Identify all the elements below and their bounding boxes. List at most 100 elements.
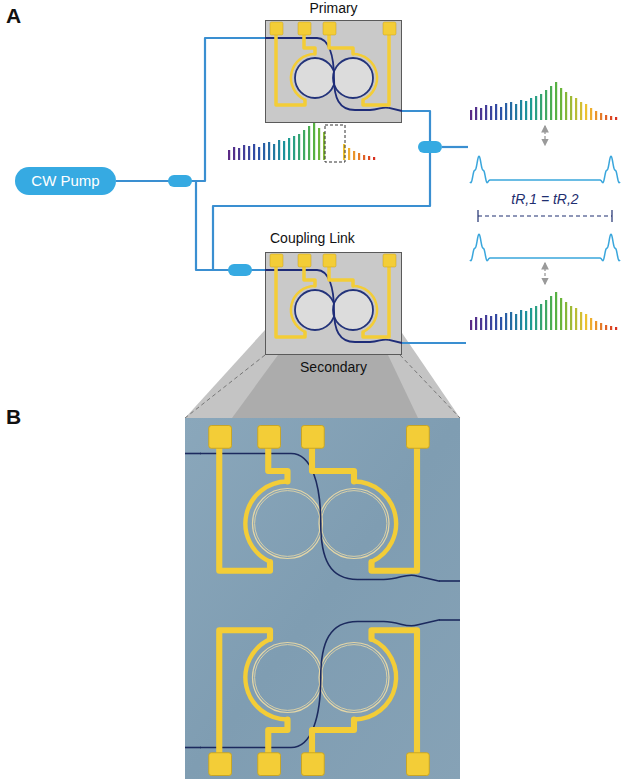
comb-line — [510, 312, 512, 330]
fiber-splitter — [168, 175, 192, 187]
comb-line — [615, 327, 617, 330]
comb-line — [515, 314, 517, 330]
chip-heading: Primary — [266, 0, 401, 17]
comb-line — [525, 311, 527, 330]
comb-line — [363, 155, 365, 160]
comb-line — [600, 323, 602, 330]
comb-line — [540, 94, 542, 120]
comb-line — [555, 292, 557, 330]
comb-line — [575, 308, 577, 330]
comb-line — [555, 82, 557, 120]
fiber-splitter — [418, 141, 442, 153]
comb-line — [288, 138, 290, 160]
comb-line — [545, 300, 547, 330]
node-label: CW Pump — [31, 172, 99, 190]
primary-chip: Primary — [265, 20, 402, 123]
comb-line — [595, 111, 597, 120]
comb-line — [238, 148, 240, 160]
comb-line — [605, 325, 607, 330]
comb-line — [348, 148, 350, 160]
comb-line — [490, 106, 492, 120]
comb-line — [313, 122, 315, 160]
comb-line — [535, 96, 537, 120]
micrograph — [185, 418, 460, 779]
comb-line — [475, 317, 477, 330]
comb-line — [560, 88, 562, 120]
comb-line — [298, 134, 300, 160]
comb-line — [308, 126, 310, 160]
comb-line — [530, 98, 532, 120]
comb-line — [243, 145, 245, 160]
comb-line — [248, 146, 250, 160]
comb-line — [258, 147, 260, 160]
fiber-link — [116, 181, 265, 270]
comb-line — [510, 102, 512, 120]
comb-line — [500, 317, 502, 330]
comb-line — [580, 102, 582, 120]
chip-art — [265, 20, 402, 123]
comb-line — [475, 107, 477, 120]
comb-line — [580, 312, 582, 330]
comb-line — [253, 144, 255, 160]
comb-line — [268, 142, 270, 160]
comb-line — [480, 318, 482, 330]
comb-line — [278, 140, 280, 160]
link-label: Coupling Link — [270, 230, 355, 247]
fiber-coupler — [228, 264, 252, 276]
comb-line — [293, 136, 295, 160]
comb-line — [610, 326, 612, 330]
electrodes — [270, 22, 396, 105]
comb-line — [470, 320, 472, 330]
microring — [333, 290, 373, 330]
pulse-trace — [470, 234, 620, 260]
comb-line — [610, 116, 612, 120]
comb-line — [600, 113, 602, 120]
comb-spectrum — [470, 82, 617, 120]
comb-line — [575, 98, 577, 120]
zoom-line — [185, 355, 265, 418]
comb-line — [490, 316, 492, 330]
period-label: tR,1 = tR,2 — [511, 191, 578, 208]
comb-line — [565, 92, 567, 120]
period-bracket — [478, 210, 612, 222]
comb-line — [263, 143, 265, 160]
comb-line — [303, 130, 305, 160]
comb-line — [368, 156, 370, 160]
pump-source: CW Pump — [15, 167, 116, 195]
output-fiber — [442, 146, 468, 148]
filter-box — [325, 125, 345, 162]
chip-art — [265, 252, 402, 355]
comb-line — [470, 110, 472, 120]
comb-line — [233, 147, 235, 160]
microring — [295, 290, 335, 330]
comb-line — [570, 306, 572, 330]
comb-line — [540, 304, 542, 330]
comb-line — [530, 308, 532, 330]
comb-line — [585, 104, 587, 120]
comb-line — [273, 144, 275, 160]
comb-line — [525, 101, 527, 120]
comb-line — [550, 86, 552, 120]
comb-line — [595, 321, 597, 330]
panel-letter: B — [6, 404, 21, 429]
microring — [333, 58, 373, 98]
comb-line — [373, 157, 375, 160]
comb-line — [505, 103, 507, 120]
comb-spectrum — [470, 292, 617, 330]
comb-line — [590, 108, 592, 120]
comb-line — [585, 314, 587, 330]
comb-line — [560, 298, 562, 330]
compare-arrow — [544, 263, 545, 284]
electrodes — [270, 254, 396, 337]
comb-spectrum — [228, 122, 375, 160]
comb-line — [358, 153, 360, 160]
comb-line — [485, 315, 487, 330]
pulse-trace — [470, 156, 620, 182]
comb-line — [615, 117, 617, 120]
chip-heading: Secondary — [266, 359, 401, 376]
comb-line — [520, 100, 522, 120]
fiber-link — [116, 38, 265, 181]
comb-line — [520, 310, 522, 330]
comb-line — [500, 107, 502, 120]
comb-line — [550, 296, 552, 330]
